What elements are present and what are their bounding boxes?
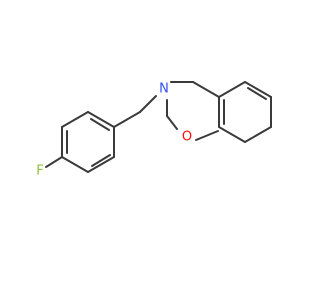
- bond: [61, 111, 89, 128]
- bond: [90, 118, 110, 131]
- bond: [45, 156, 63, 168]
- bond: [195, 130, 219, 141]
- bond: [87, 111, 115, 128]
- atom-labels: F N O: [36, 82, 192, 179]
- oxygen-atom-label: O: [182, 130, 192, 145]
- fluorophenyl-ring: [45, 111, 115, 173]
- bond: [91, 154, 111, 167]
- oxazine-ring: [166, 81, 220, 141]
- bond: [87, 156, 115, 173]
- bond: [218, 81, 246, 98]
- bond: [244, 81, 272, 98]
- bond: [61, 156, 89, 173]
- fluorine-atom-label: F: [36, 164, 43, 179]
- bond: [244, 126, 272, 143]
- bond: [192, 81, 220, 98]
- bond: [247, 87, 267, 100]
- benzene-ring: [218, 81, 272, 143]
- molecule-structure: [45, 81, 272, 173]
- bond: [218, 126, 246, 143]
- nitrogen-atom-label: N: [159, 82, 169, 97]
- bond: [113, 111, 141, 128]
- bond: [139, 95, 157, 113]
- bond: [166, 115, 178, 130]
